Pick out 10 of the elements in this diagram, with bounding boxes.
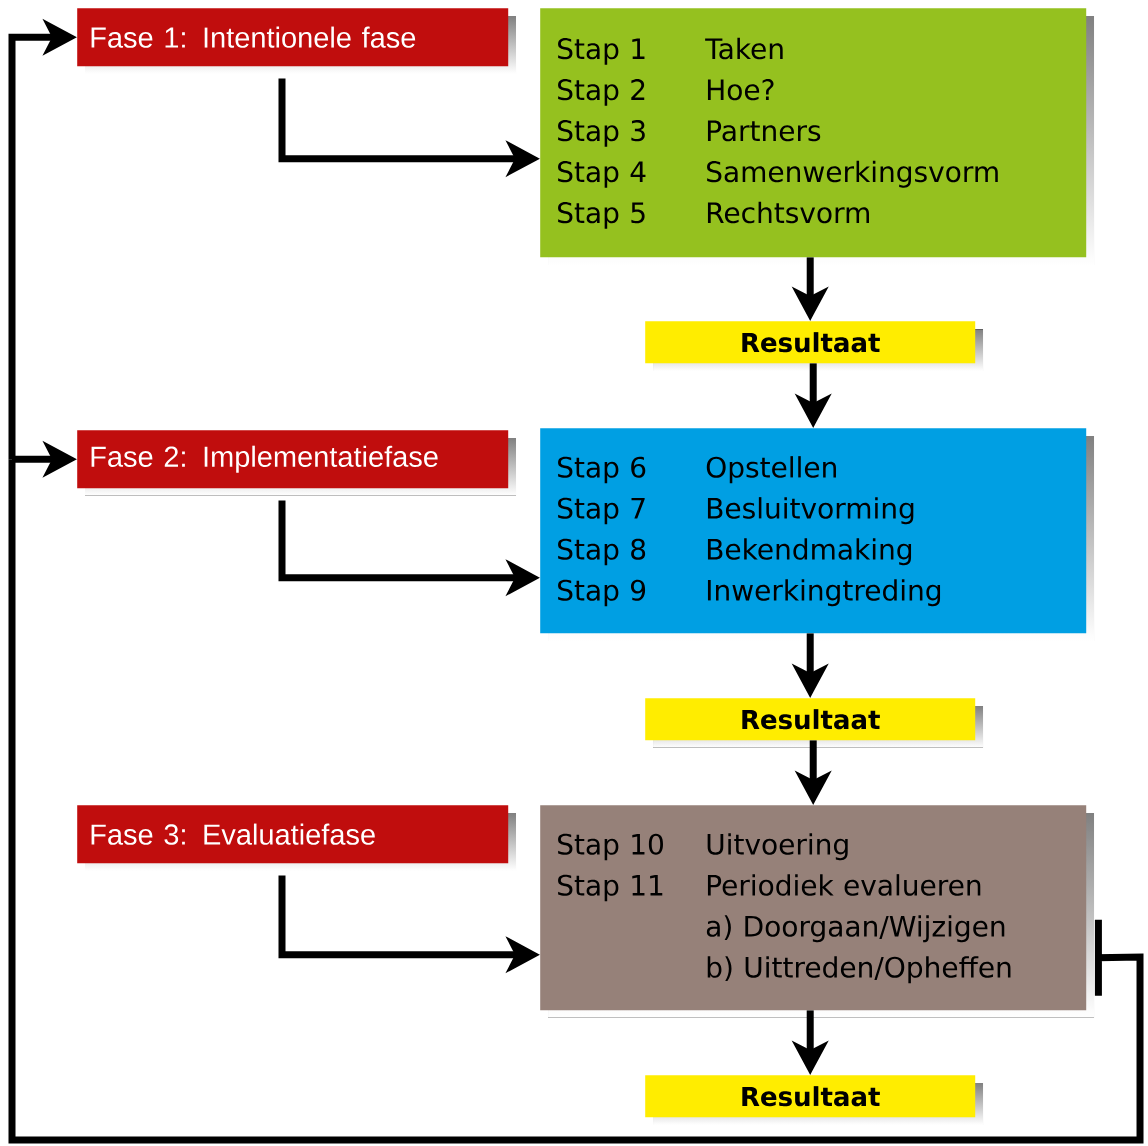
feedback-line xyxy=(8,459,1144,1144)
phase-box: Fase 1: Intentionele fase xyxy=(77,8,516,74)
step-box: Stap 10 Uitvoering Stap 11 Periodiek evalueren a) Doorgaan/Wijzigen b) Uittreden/Opheffen xyxy=(540,805,1094,1018)
result-box: Resultaat xyxy=(645,1075,983,1125)
step-box: Stap 1 Taken Stap 2 Hoe? Stap 3 Partners Stap 4 Samenwerkingsvorm Stap 5 Rechtsvorm xyxy=(540,8,1094,265)
result-box: Resultaat xyxy=(645,321,983,371)
phase-box: Fase 2: Implementatiefase xyxy=(77,430,516,496)
result-box: Resultaat xyxy=(645,698,983,748)
phase-box: Fase 3: Evaluatiefase xyxy=(77,805,516,871)
step-box: Stap 6 Opstellen Stap 7 Besluitvorming Stap 8 Bekendmaking Stap 9 Inwerkingtreding xyxy=(540,428,1094,641)
